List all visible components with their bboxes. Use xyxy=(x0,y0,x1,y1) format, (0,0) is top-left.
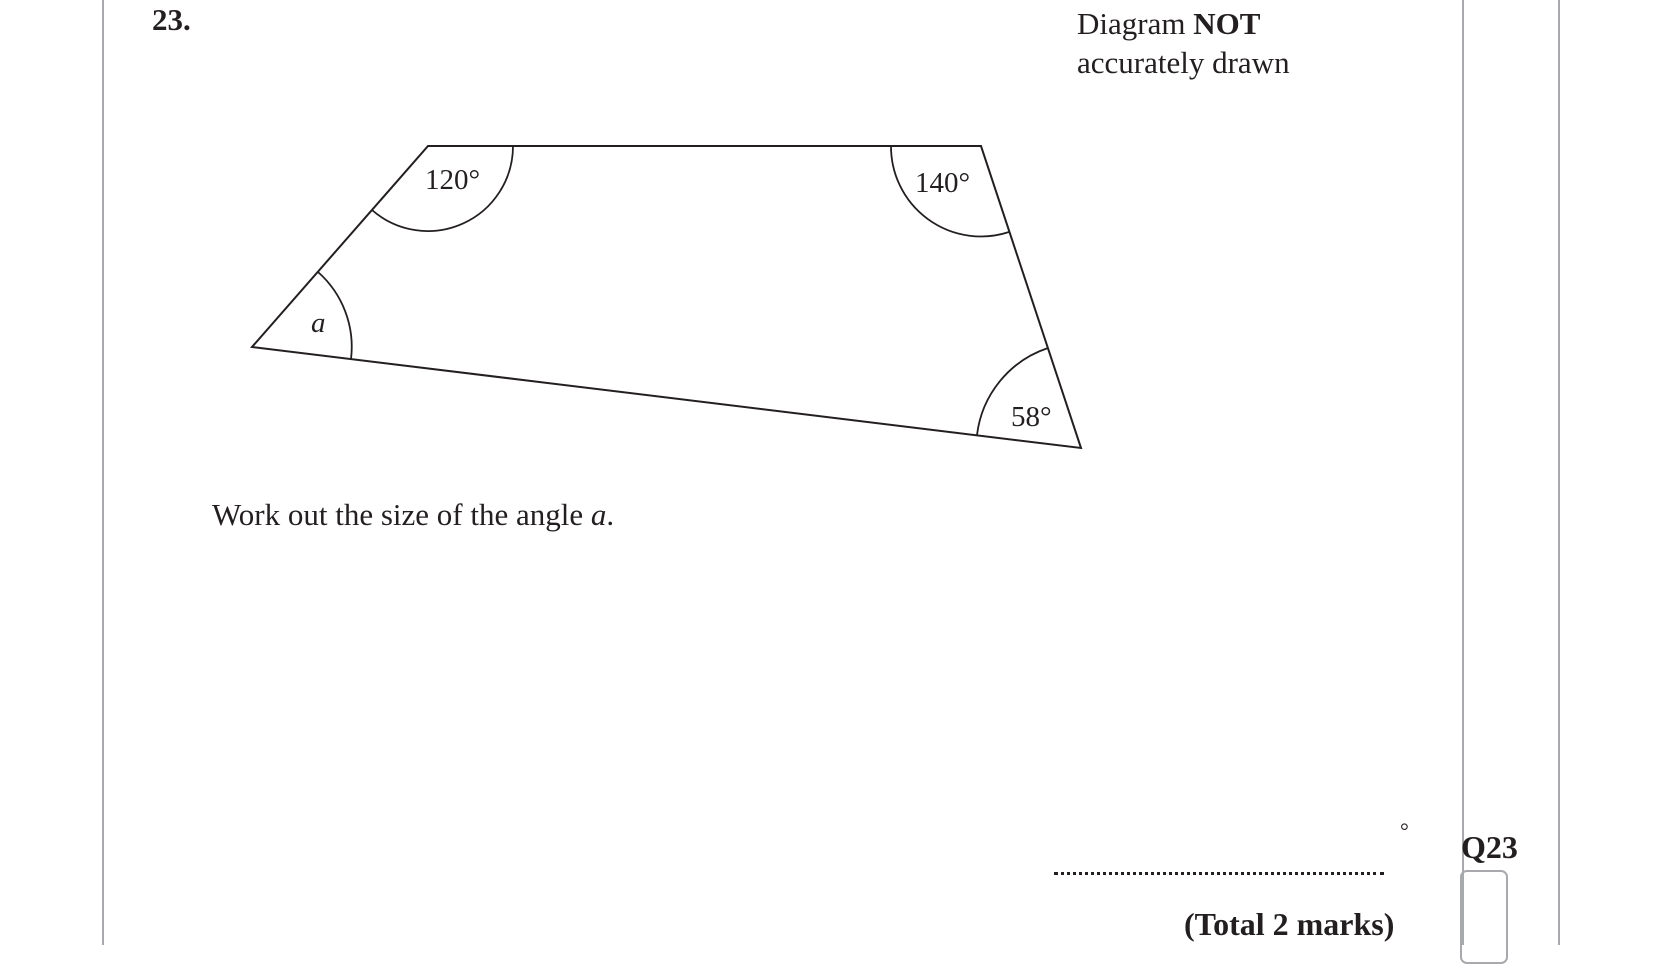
diagram-note-not: NOT xyxy=(1193,6,1261,41)
question-prompt: Work out the size of the angle a. xyxy=(212,497,614,533)
question-number: 23. xyxy=(152,2,191,37)
angle-label-top-left: 120° xyxy=(425,164,480,196)
quadrilateral xyxy=(250,145,1083,450)
angle-label-a: a xyxy=(311,307,326,339)
marks-box xyxy=(1460,870,1508,964)
diagram-note-prefix: Diagram xyxy=(1077,6,1194,41)
answer-degree-unit: ° xyxy=(1400,818,1409,843)
angle-arc-left xyxy=(317,271,353,360)
angle-label-top-right: 140° xyxy=(915,167,970,199)
diagram-note-line1: Diagram NOT xyxy=(1077,6,1260,42)
margin-inner-border xyxy=(1462,0,1464,945)
prompt-variable: a xyxy=(590,497,607,532)
total-marks: (Total 2 marks) xyxy=(1184,906,1395,942)
page-left-border xyxy=(102,0,104,945)
question-label: Q23 xyxy=(1461,829,1518,865)
prompt-text: Work out the size of the angle xyxy=(212,497,591,532)
angle-arc-top-left xyxy=(371,145,514,232)
prompt-suffix: . xyxy=(606,497,615,532)
margin-outer-border xyxy=(1558,0,1560,945)
angle-arc-top-right xyxy=(890,145,1010,238)
diagram-note-line2: accurately drawn xyxy=(1077,45,1290,80)
answer-line[interactable] xyxy=(1054,868,1384,875)
angle-arc-bottom-right xyxy=(976,347,1049,436)
angle-label-bottom-right: 58° xyxy=(1011,401,1052,433)
